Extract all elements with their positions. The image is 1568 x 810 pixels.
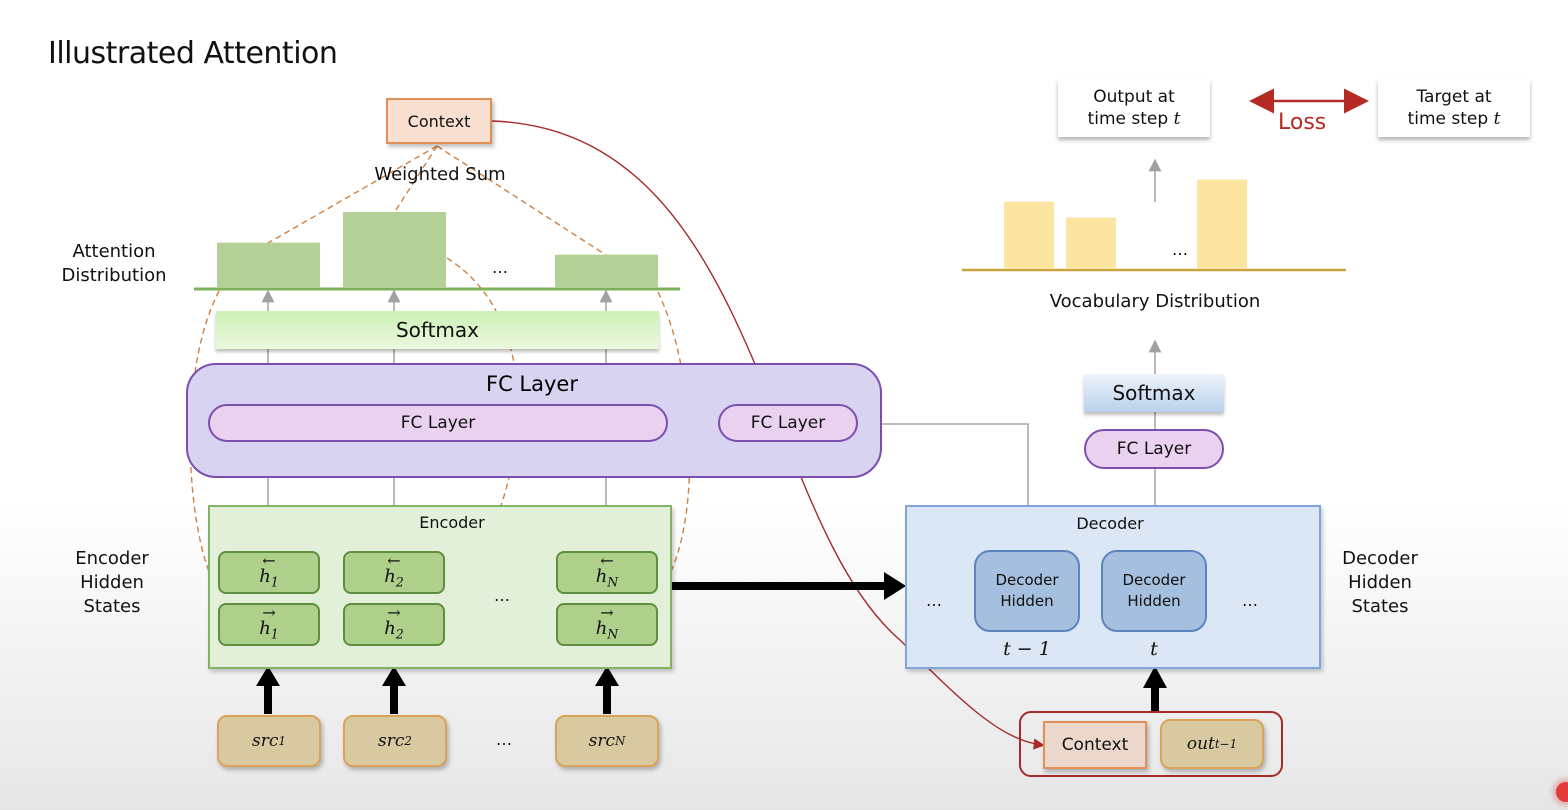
vocab-bar-1 xyxy=(1004,201,1054,269)
cell-line: Decoder xyxy=(1122,571,1186,589)
target-line2: time step xyxy=(1407,109,1494,129)
hidden-sub: 1 xyxy=(270,574,279,590)
attention-bar-2 xyxy=(343,212,446,288)
hidden-var: h xyxy=(595,566,608,588)
hidden-sub: N xyxy=(607,574,619,590)
fc-layer-decoder-query: FC Layer xyxy=(718,404,858,442)
page-title: Illustrated Attention xyxy=(48,36,338,71)
cell-line: Decoder xyxy=(995,571,1059,589)
output-var: t xyxy=(1173,109,1181,129)
cell-line: Hidden xyxy=(1127,592,1181,610)
decoder-hidden-t-minus-1: Decoder Hidden xyxy=(974,550,1080,632)
decoder-input-context: Context xyxy=(1043,721,1147,769)
fc-layer-outer-label: FC Layer xyxy=(486,372,578,396)
src-var: src xyxy=(588,731,615,751)
hidden-var: h xyxy=(384,566,396,588)
cell-line: Hidden xyxy=(1000,592,1054,610)
recording-indicator-icon xyxy=(1556,782,1568,802)
label-line: Attention xyxy=(72,241,156,262)
target-line1: Target at xyxy=(1416,87,1492,107)
decoder-ellipsis-left: … xyxy=(926,591,942,610)
label-line: Hidden xyxy=(1348,572,1412,593)
vocab-bar-2 xyxy=(1066,217,1116,269)
hidden-sub: 2 xyxy=(395,574,404,590)
hidden-var: h xyxy=(259,618,271,640)
encoder-title: Encoder xyxy=(419,513,485,532)
out-sub: t−1 xyxy=(1214,737,1238,751)
hidden-var: h xyxy=(595,618,608,640)
src-var: src xyxy=(252,731,279,751)
encoder-ellipsis: … xyxy=(494,586,510,605)
attention-distribution-bars xyxy=(217,212,658,288)
decoder-ellipsis-right: … xyxy=(1242,591,1258,610)
source-ellipsis: … xyxy=(496,730,512,749)
output-line2: time step xyxy=(1087,109,1174,129)
thick-arrows xyxy=(256,572,1167,714)
target-at-time-step-box: Target at time step t xyxy=(1378,79,1530,137)
forward-arrow-icon: → xyxy=(387,603,401,623)
label-line: Distribution xyxy=(61,265,167,286)
decoder-step-t: t xyxy=(1150,638,1158,660)
decoder-hidden-t: Decoder Hidden xyxy=(1101,550,1207,632)
hidden-sub: 2 xyxy=(395,626,404,642)
backward-arrow-icon: ← xyxy=(262,551,276,571)
decoder-fc-layer: FC Layer xyxy=(1084,429,1224,469)
vocabulary-ellipsis: … xyxy=(1172,240,1188,259)
vocabulary-distribution-label: Vocabulary Distribution xyxy=(1049,291,1261,312)
vocab-bar-V xyxy=(1197,179,1247,269)
hidden-sub: 1 xyxy=(270,626,279,642)
weighted-sum-label: Weighted Sum xyxy=(374,164,506,185)
decoder-softmax: Softmax xyxy=(1084,374,1224,412)
output-at-time-step-box: Output at time step t xyxy=(1058,79,1210,137)
output-line1: Output at xyxy=(1093,87,1175,107)
encoder-forward-hidden-2: → h2 xyxy=(343,603,445,646)
src-sub: 1 xyxy=(278,734,286,748)
fc-layer-encoder: FC Layer xyxy=(208,404,668,442)
hidden-var: h xyxy=(259,566,271,588)
label-line: Decoder xyxy=(1342,548,1418,569)
label-line: States xyxy=(1351,596,1409,617)
encoder-backward-hidden-2: ← h2 xyxy=(343,551,445,594)
hidden-var: h xyxy=(384,618,396,640)
attention-ellipsis: … xyxy=(492,258,508,277)
decoder-input-group xyxy=(1019,711,1283,777)
encoder-softmax: Softmax xyxy=(216,311,659,349)
encoder-backward-hidden-n: ← hN xyxy=(556,551,658,594)
label-line: Encoder xyxy=(75,548,149,569)
hidden-sub: N xyxy=(607,626,619,642)
attention-distribution-label: Attention Distribution xyxy=(44,240,184,288)
label-line: Hidden xyxy=(80,572,144,593)
backward-arrow-icon: ← xyxy=(600,551,614,571)
backward-arrow-icon: ← xyxy=(387,551,401,571)
out-var: out xyxy=(1186,734,1215,754)
encoder-forward-hidden-1: → h1 xyxy=(218,603,320,646)
decoder-hidden-states-label: Decoder Hidden States xyxy=(1330,547,1430,619)
src-var: src xyxy=(378,731,405,751)
forward-arrow-icon: → xyxy=(600,603,614,623)
encoder-hidden-states-label: Encoder Hidden States xyxy=(62,547,162,619)
src-sub: 2 xyxy=(404,734,412,748)
context-box: Context xyxy=(386,98,492,144)
target-var: t xyxy=(1493,109,1501,129)
src-sub: N xyxy=(614,734,626,748)
vocabulary-distribution-bars xyxy=(1004,179,1247,269)
context-curve xyxy=(491,120,1045,750)
loss-label: Loss xyxy=(1278,110,1327,135)
forward-arrow-icon: → xyxy=(262,603,276,623)
decoder-title: Decoder xyxy=(1076,514,1144,533)
attention-bar-N xyxy=(555,254,658,288)
attention-bar-1 xyxy=(217,242,320,288)
encoder-backward-hidden-1: ← h1 xyxy=(218,551,320,594)
encoder-forward-hidden-n: → hN xyxy=(556,603,658,646)
decoder-step-t-minus-1: t − 1 xyxy=(1003,638,1051,660)
label-line: States xyxy=(83,596,141,617)
